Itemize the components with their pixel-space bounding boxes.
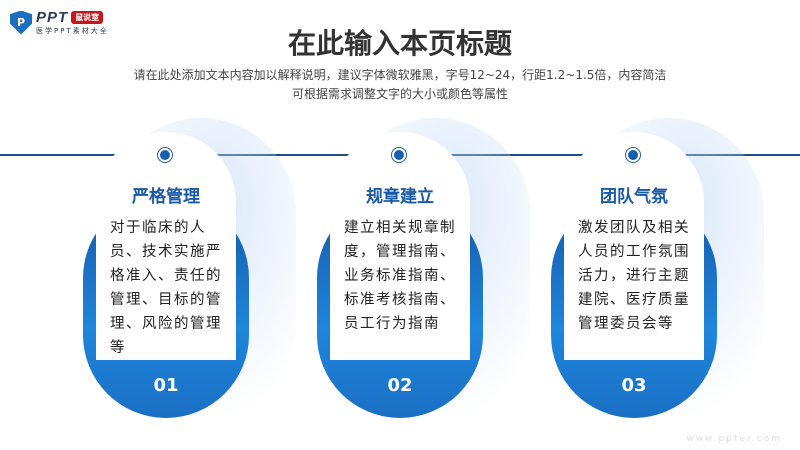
- card-heading: 规章建立: [366, 187, 434, 207]
- logo-tagline: 医学PPT素材大全: [36, 27, 109, 35]
- card-text: 对于临床的人员、技术实施严格准入、责任的管理、目标的管理、风险的管理等: [110, 220, 222, 356]
- card-text: 建立相关规章制度，管理指南、业务标准指南、标准考核指南、员工行为指南: [344, 220, 456, 332]
- timeline-dot: [158, 148, 172, 162]
- card-heading: 严格管理: [132, 187, 200, 207]
- watermark: www.ppter.com: [686, 434, 782, 444]
- card-panel: [96, 132, 236, 360]
- card-1: 严格管理 对于临床的人员、技术实施严格准入、责任的管理、目标的管理、风险的管理等…: [80, 0, 296, 450]
- page-title: 在此输入本页标题: [287, 27, 512, 60]
- card-number: 03: [621, 375, 647, 396]
- subtitle-line: 可根据需求调整文字的大小或颜色等属性: [291, 87, 508, 101]
- card-number: 01: [153, 375, 179, 396]
- timeline-dot: [626, 148, 640, 162]
- card-heading: 团队气氛: [600, 187, 668, 207]
- shield-logo-icon: P: [10, 10, 32, 35]
- card-panel: [330, 132, 470, 360]
- card-2: 规章建立 建立相关规章制度，管理指南、业务标准指南、标准考核指南、员工行为指南 …: [314, 0, 530, 450]
- subtitle-line: 请在此处添加文本内容加以解释说明，建议字体微软雅黑，字号12~24，行距1.2~…: [133, 68, 667, 82]
- card-text: 激发团队及相关人员的工作氛围活力，进行主题建院、医疗质量管理委员会等: [578, 220, 690, 332]
- logo-brand: PPT: [36, 9, 69, 26]
- card-panel: [564, 132, 704, 360]
- timeline-dot: [392, 148, 406, 162]
- card-number: 02: [387, 375, 413, 396]
- logo-badge: 鼠说室: [71, 11, 104, 24]
- card-3: 团队气氛 激发团队及相关人员的工作氛围活力，进行主题建院、医疗质量管理委员会等 …: [548, 0, 764, 450]
- subtitle: 请在此处添加文本内容加以解释说明，建议字体微软雅黑，字号12~24，行距1.2~…: [0, 66, 800, 104]
